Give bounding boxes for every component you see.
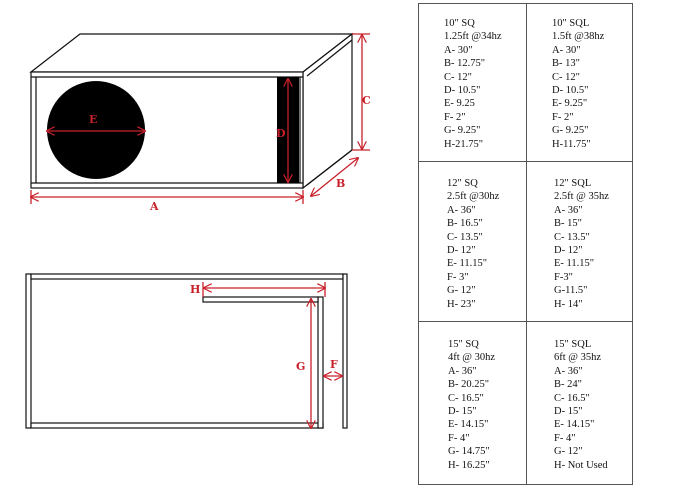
cell-title: 10" SQ [444,18,475,29]
label-f: F [330,358,338,371]
column-divider [526,4,527,484]
cell-title: 15" SQ [448,339,479,350]
dimension-value: H-11.75" [552,138,591,150]
dimension-value: H- 23" [447,298,476,310]
label-e: E [89,113,97,126]
dimension-value: H- 14" [554,298,583,310]
label-d: D [276,127,286,140]
dimension-value: D- 12" [447,245,476,257]
dimension-value: G- 12" [447,285,476,297]
dimension-value: D- 10.5" [444,85,481,97]
label-g: G [296,360,305,373]
dimension-value: D- 15" [554,406,583,418]
cell-volume: 6ft @ 35hz [554,352,601,364]
dimension-value: D- 12" [554,245,583,257]
dimension-value: E- 9.25 [444,98,475,110]
dimension-value: B- 12.75" [444,58,486,70]
dimension-value: C- 12" [552,71,580,83]
dimension-value: C- 12" [444,71,472,83]
dimension-value: E- 11.15" [554,258,595,270]
label-h: H [190,283,200,296]
dimension-value: A- 36" [448,365,477,377]
dimension-value: B- 24" [554,379,582,391]
box-perspective-view [29,32,354,190]
cell-volume: 1.25ft @34hz [444,31,502,43]
dimension-value: F- 3" [447,271,469,283]
dimension-value: C- 13.5" [447,231,483,243]
cell-volume: 1.5ft @38hz [552,31,605,43]
dimension-value: C- 16.5" [448,392,484,404]
dimension-value: H-21.75" [444,138,483,150]
dimension-value: G-11.5" [554,285,588,297]
cell-title: 12" SQ [447,178,478,189]
dimension-value: E- 11.15" [447,258,488,270]
dimension-value: E- 9.25" [552,98,588,110]
dimension-value: D- 10.5" [552,85,589,97]
dimension-value: B- 15" [554,218,582,230]
dimension-value: A- 36" [554,204,583,216]
dimension-value: A- 30" [552,44,581,56]
dimension-value: A- 30" [444,44,473,56]
dimension-value: D- 15" [448,406,477,418]
cell-volume: 2.5ft @ 35hz [554,191,609,203]
cell-title: 10" SQL [552,18,590,29]
subwoofer-cutout [47,81,145,179]
dimension-value: E- 14.15" [448,419,489,431]
dimension-value: G- 9.25" [552,125,589,137]
dimension-value: A- 36" [447,204,476,216]
cell-volume: 2.5ft @30hz [447,191,500,203]
label-b: B [336,177,345,190]
dimension-value: C- 13.5" [554,231,590,243]
row-divider [419,321,632,322]
dimension-b-arrow [311,158,358,196]
row-divider [419,161,632,162]
cell-title: 15" SQL [554,339,592,350]
dimension-value: F- 4" [554,432,576,444]
dimension-value: C- 16.5" [554,392,590,404]
dimension-value: B- 13" [552,58,580,70]
dimension-value: G- 9.25" [444,125,481,137]
dimension-value: G- 14.75" [448,446,490,458]
dimension-value: H- Not Used [554,459,608,471]
dimension-value: A- 36" [554,365,583,377]
dimension-value: B- 16.5" [447,218,483,230]
dimension-value: F-3" [554,271,573,283]
dimension-value: B- 20.25" [448,379,490,391]
dimension-value: E- 14.15" [554,419,595,431]
cell-volume: 4ft @ 30hz [448,352,495,364]
dimension-value: G- 12" [554,446,583,458]
label-c: C [362,94,371,107]
dimension-value: F- 2" [444,111,466,123]
dimension-value: H- 16.25" [448,459,490,471]
dimension-value: F- 4" [448,432,470,444]
dimension-value: F- 2" [552,111,574,123]
cell-title: 12" SQL [554,178,592,189]
label-a: A [149,200,159,213]
box-top-view [25,273,348,429]
